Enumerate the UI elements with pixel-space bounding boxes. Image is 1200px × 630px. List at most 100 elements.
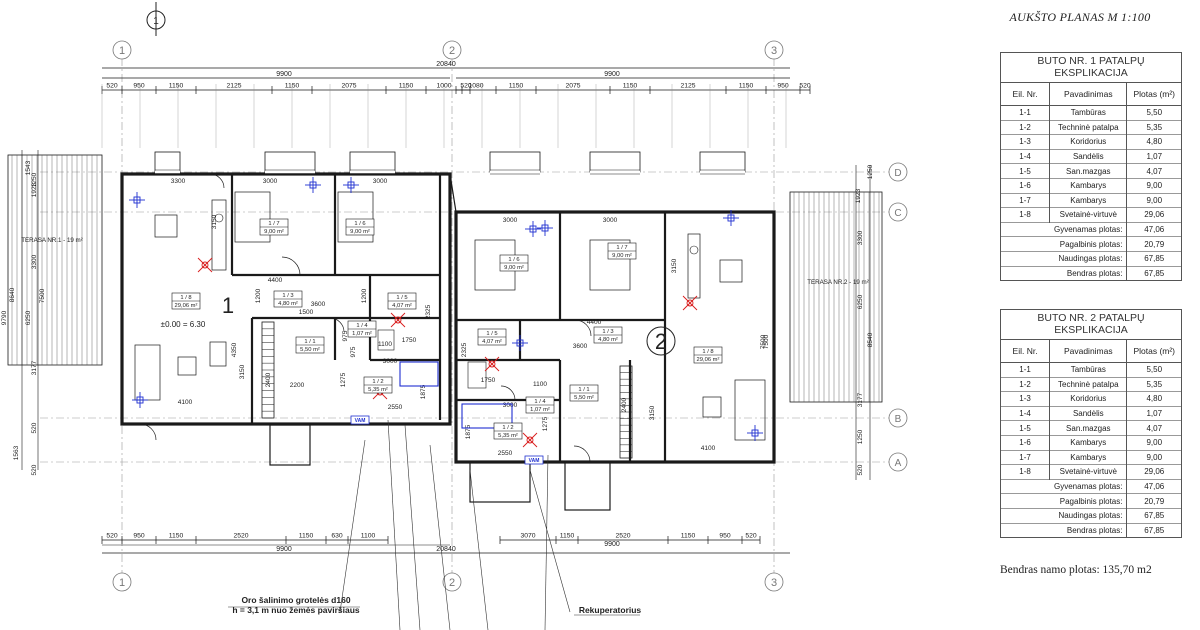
equipment-tag-label: VAM: [529, 458, 540, 464]
table-cell: 1-6: [1001, 434, 1051, 451]
column-header: Pavadinimas: [1049, 83, 1128, 106]
dimension-value: 2550: [388, 404, 403, 411]
dimension-value: 2400: [621, 397, 628, 412]
leader-line: [429, 444, 451, 630]
dimension-value: 9900: [604, 71, 620, 78]
dimension-value: 950: [777, 83, 789, 90]
dimension-value: 3000: [263, 178, 278, 185]
axis-letter: B: [895, 414, 902, 425]
dimension-value: 975: [350, 346, 357, 357]
total-row: Bendras plotas:67,85: [1001, 522, 1181, 538]
leader-line: [339, 439, 366, 613]
table-cell: 9,00: [1126, 192, 1181, 208]
room-code: 1 / 7: [268, 221, 279, 227]
axis-letter: A: [895, 458, 902, 469]
window-recess: [154, 151, 181, 173]
annotation-grille: Oro šalinimo grotelės d160: [241, 595, 350, 605]
room-code: 1 / 1: [578, 387, 589, 393]
apartment-number-ring: [646, 326, 676, 356]
leader-line: [529, 469, 571, 613]
dimension-value: 3070: [520, 533, 535, 540]
diffuser-core: [516, 339, 524, 347]
vent-arm: [390, 312, 406, 328]
door-swing: [573, 445, 591, 463]
total-label: Bendras plotas:: [1001, 265, 1128, 281]
dimension-value: 4400: [587, 319, 602, 326]
dimension-value: 9790: [1, 310, 8, 325]
table-cell: 1-4: [1001, 405, 1051, 421]
table-cell: 29,06: [1126, 464, 1181, 480]
room-area: 9,00 m²: [264, 229, 284, 235]
table-cell: Kambarys: [1049, 177, 1128, 194]
dimension-value: 9900: [604, 541, 620, 548]
apartment-2-outer-wall: [454, 210, 776, 464]
table-cell: 5,35: [1126, 119, 1181, 135]
sink: [689, 245, 699, 255]
dimension-value: 3300: [171, 178, 186, 185]
exhaust-vent-icon: [390, 312, 406, 328]
dimension-value: 3300: [857, 230, 864, 245]
total-label: Naudingas plotas:: [1001, 250, 1128, 267]
axis-number: 2: [449, 45, 455, 57]
terrace-outline: [789, 191, 883, 403]
dimension-value: 520: [460, 83, 472, 90]
dimension-value: 520: [31, 464, 38, 475]
total-label: Gyvenamas plotas:: [1001, 478, 1128, 494]
dimension-value: 950: [133, 83, 145, 90]
table-cell: 1,07: [1126, 405, 1181, 421]
axis-number: 2: [449, 577, 455, 589]
room-area: 5,50 m²: [574, 395, 594, 401]
total-row: Bendras plotas:67,85: [1001, 265, 1181, 281]
window-recess: [264, 151, 316, 173]
table-cell: 1-6: [1001, 177, 1051, 194]
table-cell: 9,00: [1126, 434, 1181, 451]
dimension-value: 3177: [31, 360, 38, 375]
ventilation-diffuser-icon: [723, 210, 739, 226]
dimension-value: 3600: [311, 301, 326, 308]
dimension-value: 7500: [39, 288, 46, 303]
room-area: 4,07 m²: [392, 303, 412, 309]
wc: [377, 329, 395, 351]
room-code: 1 / 6: [508, 257, 519, 263]
dimension-value: 1150: [560, 533, 575, 540]
table-cell: 9,00: [1126, 449, 1181, 465]
door-swing: [574, 319, 592, 337]
total-value: 67,85: [1126, 522, 1181, 538]
dimension-value: 1923: [31, 182, 38, 197]
table-cell: 1-5: [1001, 420, 1051, 436]
diffuser-core: [727, 214, 735, 222]
ventilation-diffuser-icon: [537, 220, 553, 236]
dimension-value: 1150: [739, 83, 754, 90]
room-label: 1 / 54,07 m²: [387, 292, 417, 310]
dimension-value: 1100: [378, 341, 392, 348]
dimension-value: 1250: [867, 164, 874, 179]
dimension-value: 2325: [461, 342, 468, 357]
total-value: 47,06: [1126, 221, 1181, 237]
equipment-tag-label: VAM: [355, 418, 366, 424]
dimension-value: 2125: [226, 83, 241, 90]
room-area: 4,80 m²: [278, 301, 298, 307]
dimension-value: 4100: [701, 445, 716, 452]
armchair: [702, 396, 722, 418]
table-cell: 1-7: [1001, 449, 1051, 465]
door-swing: [281, 256, 301, 276]
room-area: 29,06 m²: [175, 303, 198, 309]
axis-number: 3: [771, 45, 777, 57]
diffuser-core: [133, 196, 141, 204]
room-area: 5,50 m²: [300, 347, 320, 353]
room-label: 1 / 54,07 m²: [477, 328, 507, 346]
dimension-value: 1200: [361, 288, 368, 303]
vent-core: [686, 299, 694, 307]
apartment-number: 2: [655, 329, 667, 354]
room-label: 1 / 25,35 m²: [493, 422, 523, 440]
vent-core: [526, 436, 534, 444]
table-cell: Koridorius: [1049, 134, 1128, 150]
vent-core: [488, 360, 496, 368]
dimension-value: 2400: [265, 372, 272, 387]
dimension-value: 1150: [299, 533, 314, 540]
